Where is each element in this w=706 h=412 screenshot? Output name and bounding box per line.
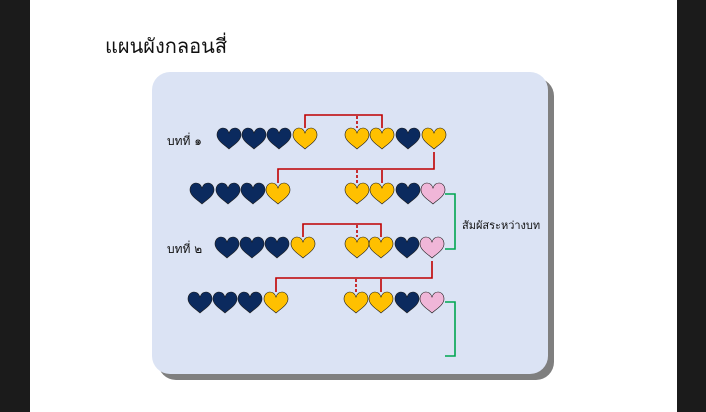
heart-row2-4-gold (265, 182, 291, 205)
stanza-2-label: บทที่ ๒ (167, 240, 202, 256)
rhyme-line-4 (275, 261, 433, 292)
heart-row3-2-navy (239, 236, 265, 259)
heart-row3-1-navy (214, 236, 240, 259)
heart-row1-2-navy (241, 127, 267, 150)
heart-row1-1-navy (216, 127, 242, 150)
rhyme-lines (275, 114, 456, 357)
heart-row2-1-navy (189, 182, 215, 205)
heart-row3-8-pink (419, 236, 445, 259)
heart-row1-6-gold (369, 127, 395, 150)
heart-row4-8-pink (419, 291, 445, 314)
heart-row4-3-navy (237, 291, 263, 314)
heart-row4-2-navy (212, 291, 238, 314)
heart-row2-8-pink (420, 182, 446, 205)
heart-row3-6-gold (368, 236, 394, 259)
heart-row2-6-gold (369, 182, 395, 205)
rhyme-line-2 (277, 152, 435, 183)
heart-row1-8-gold (421, 127, 447, 150)
stanza-1-label: บทที่ ๑ (167, 132, 202, 148)
heart-row3-4-gold (290, 236, 316, 259)
hearts (187, 127, 447, 314)
heart-row1-3-navy (266, 127, 292, 150)
heart-row4-6-gold (368, 291, 394, 314)
heart-row2-3-navy (240, 182, 266, 205)
heart-row1-4-gold (292, 127, 318, 150)
heart-row4-1-navy (187, 291, 213, 314)
heart-row2-5-gold (344, 182, 370, 205)
page-title: แผนผังกลอนสี่ (105, 34, 228, 58)
heart-row4-4-gold (263, 291, 289, 314)
stanza-rhyme-line (445, 193, 456, 250)
between-stanzas-label: สัมผัสระหว่างบท (462, 219, 540, 232)
heart-row2-7-navy (395, 182, 421, 205)
stanza-rhyme-line-2 (445, 301, 456, 357)
heart-row4-7-navy (394, 291, 420, 314)
heart-row1-7-navy (395, 127, 421, 150)
heart-row1-5-gold (344, 127, 370, 150)
rhyme-line-3 (302, 223, 382, 237)
heart-row4-5-gold (343, 291, 369, 314)
heart-row2-2-navy (215, 182, 241, 205)
heart-row3-3-navy (264, 236, 290, 259)
rhyme-line-1 (304, 114, 383, 128)
heart-row3-7-navy (394, 236, 420, 259)
